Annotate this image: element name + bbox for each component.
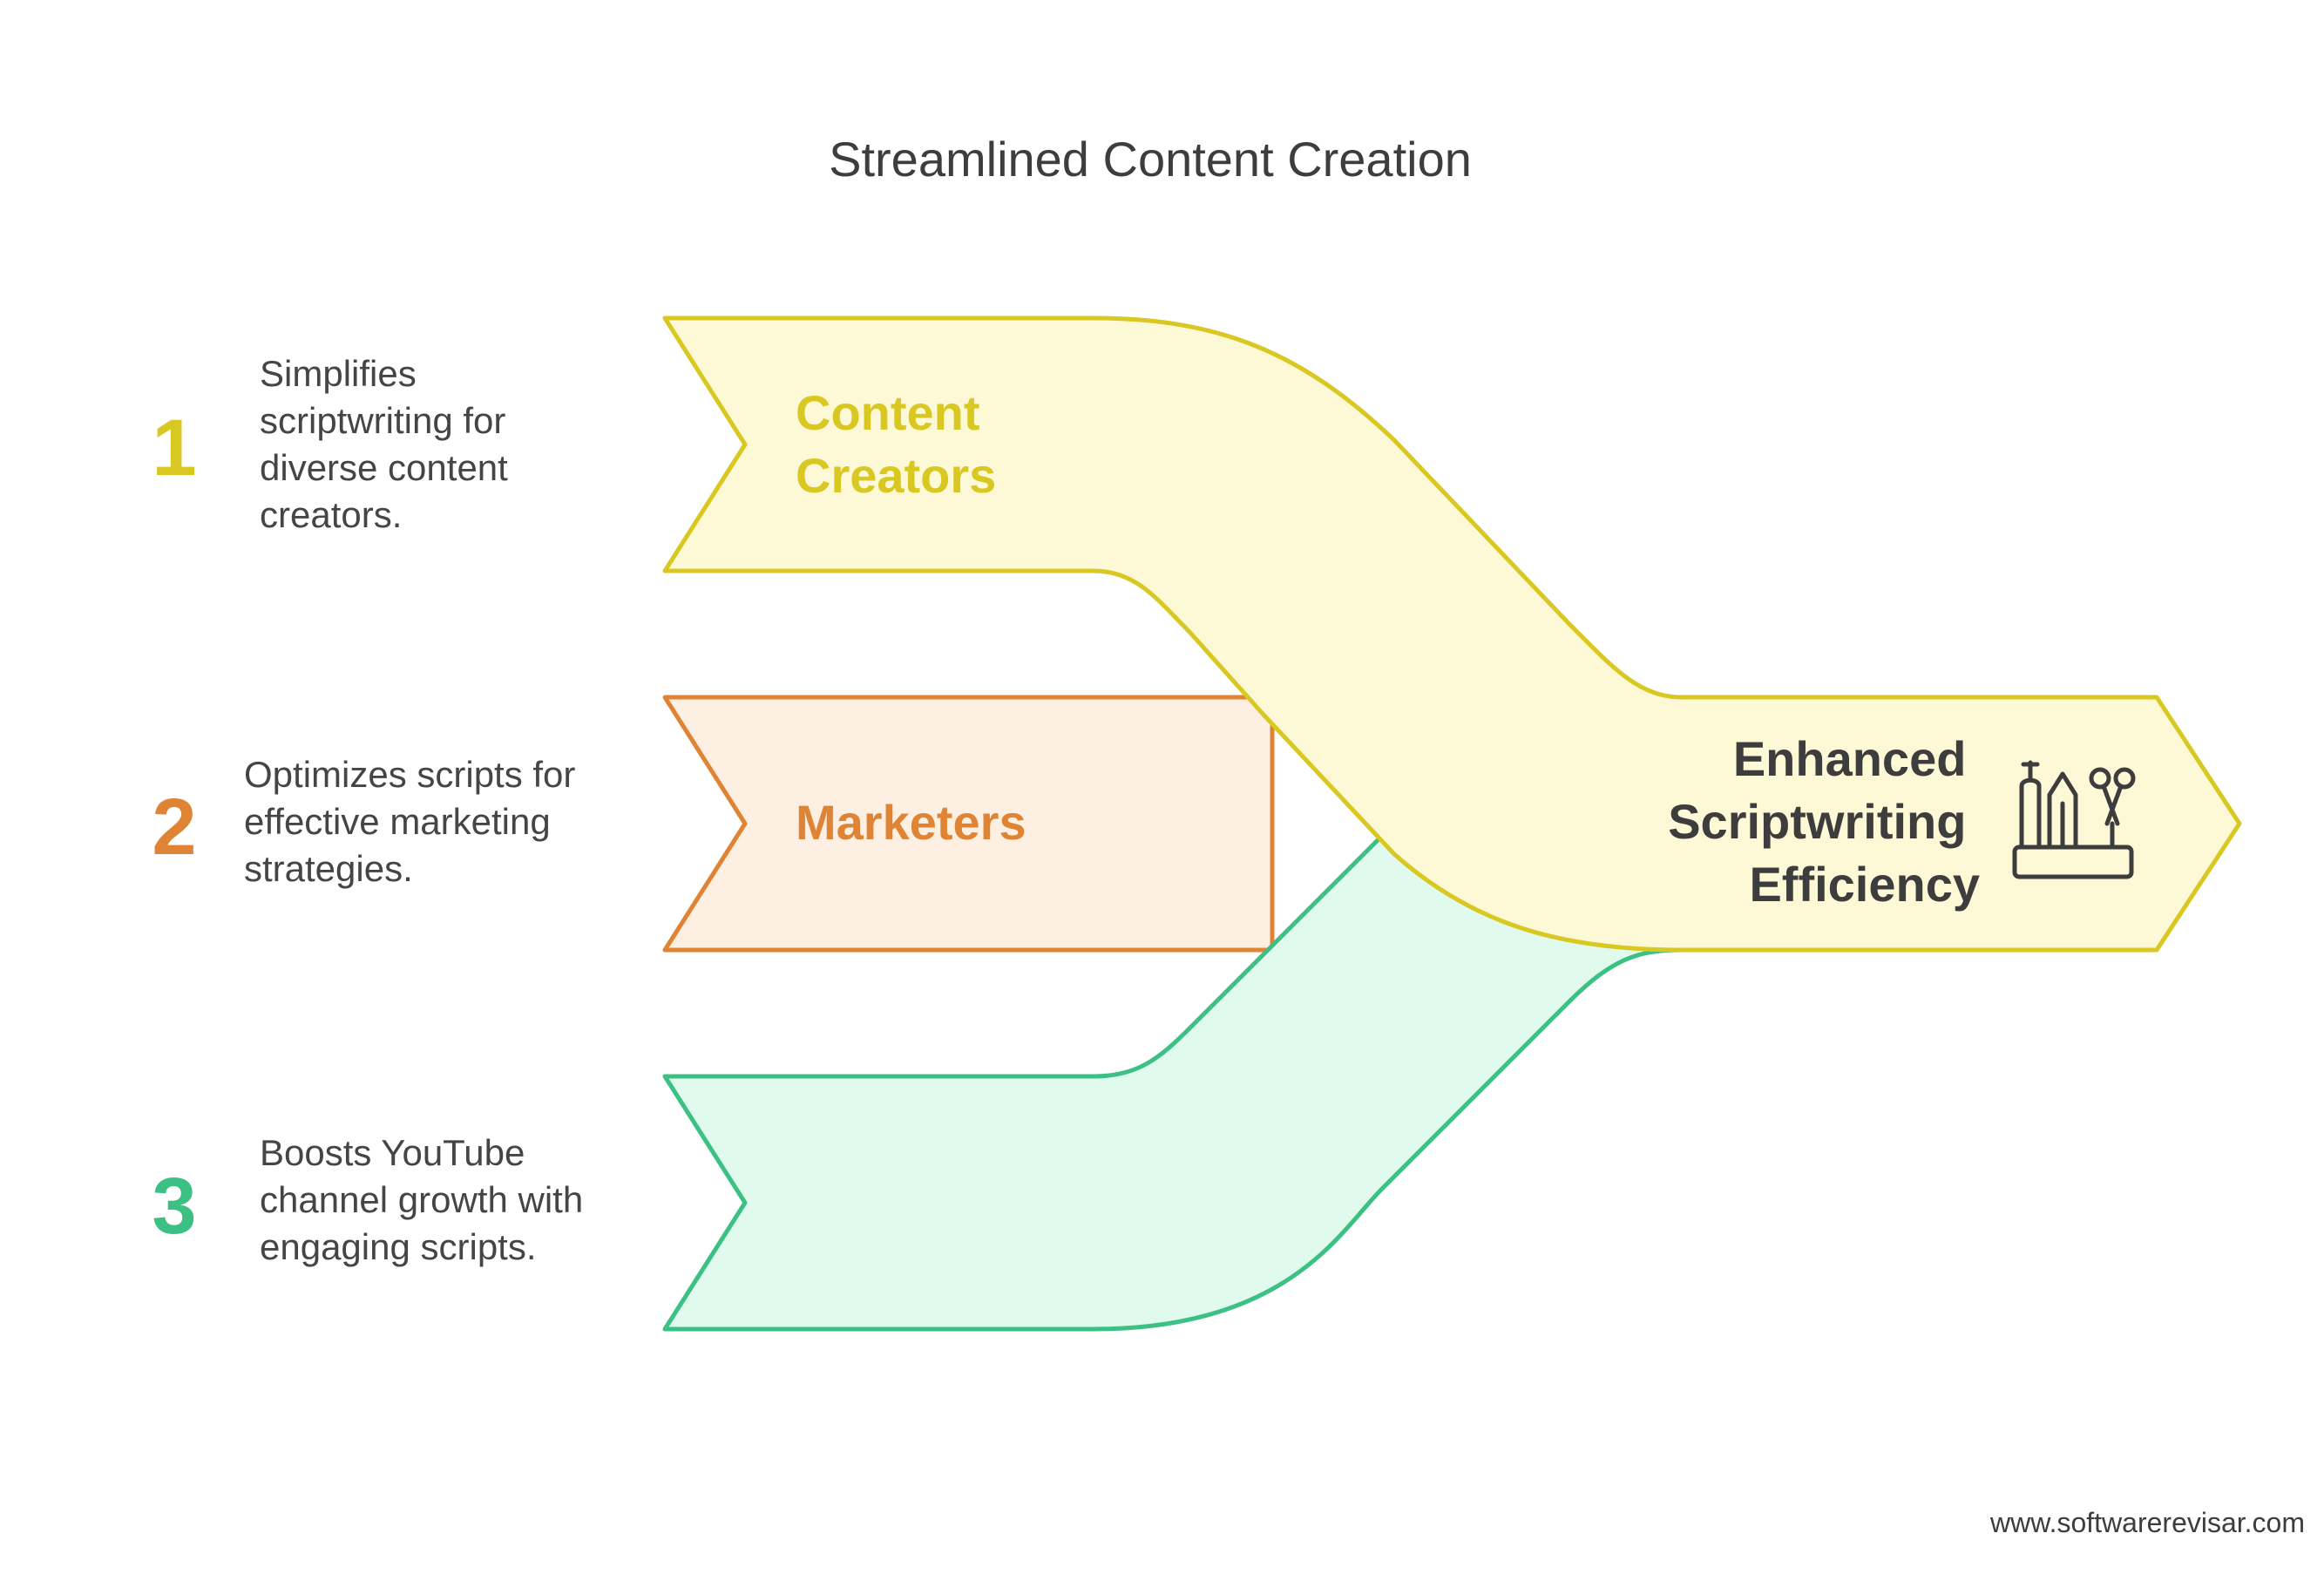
item-number-3: 3 xyxy=(152,1162,196,1251)
label-line: Content xyxy=(796,385,980,440)
diagram-title: Streamlined Content Creation xyxy=(829,132,1472,187)
band-youtube xyxy=(662,817,1684,1332)
label-line: Efficiency xyxy=(1749,857,1980,912)
band-marketers xyxy=(662,695,1275,953)
footer-url[interactable]: www.softwarerevisar.com xyxy=(1989,1507,2305,1538)
desc-line: strategies. xyxy=(244,848,413,889)
desc-line: creators. xyxy=(260,494,402,535)
band-content-creators xyxy=(662,315,2242,953)
item-description-1: Simplifies scriptwriting for diverse con… xyxy=(260,353,518,535)
band-label-content-creators: Content Creators xyxy=(796,385,996,503)
desc-line: diverse content xyxy=(260,447,508,488)
item-number-1: 1 xyxy=(152,404,196,492)
desc-line: channel growth with xyxy=(260,1179,583,1220)
desc-line: effective marketing xyxy=(244,801,551,842)
pencil-cup-scissors-icon xyxy=(2012,760,2136,879)
label-line: Marketers xyxy=(796,795,1026,850)
item-description-3: Boosts YouTube channel growth with engag… xyxy=(260,1132,593,1267)
label-line: Enhanced xyxy=(1733,731,1967,786)
desc-line: scriptwriting for xyxy=(260,400,505,441)
label-line: Creators xyxy=(796,448,996,503)
label-line: Scriptwriting xyxy=(1668,794,1966,849)
item-description-2: Optimizes scripts for effective marketin… xyxy=(244,754,586,889)
item-number-2: 2 xyxy=(152,783,196,872)
desc-line: Simplifies xyxy=(260,353,417,394)
desc-line: Boosts YouTube xyxy=(260,1132,525,1173)
desc-line: Optimizes scripts for xyxy=(244,754,575,795)
band-label-marketers: Marketers xyxy=(796,795,1026,850)
desc-line: engaging scripts. xyxy=(260,1226,537,1267)
result-label: Enhanced Scriptwriting Efficiency xyxy=(1668,731,1980,912)
